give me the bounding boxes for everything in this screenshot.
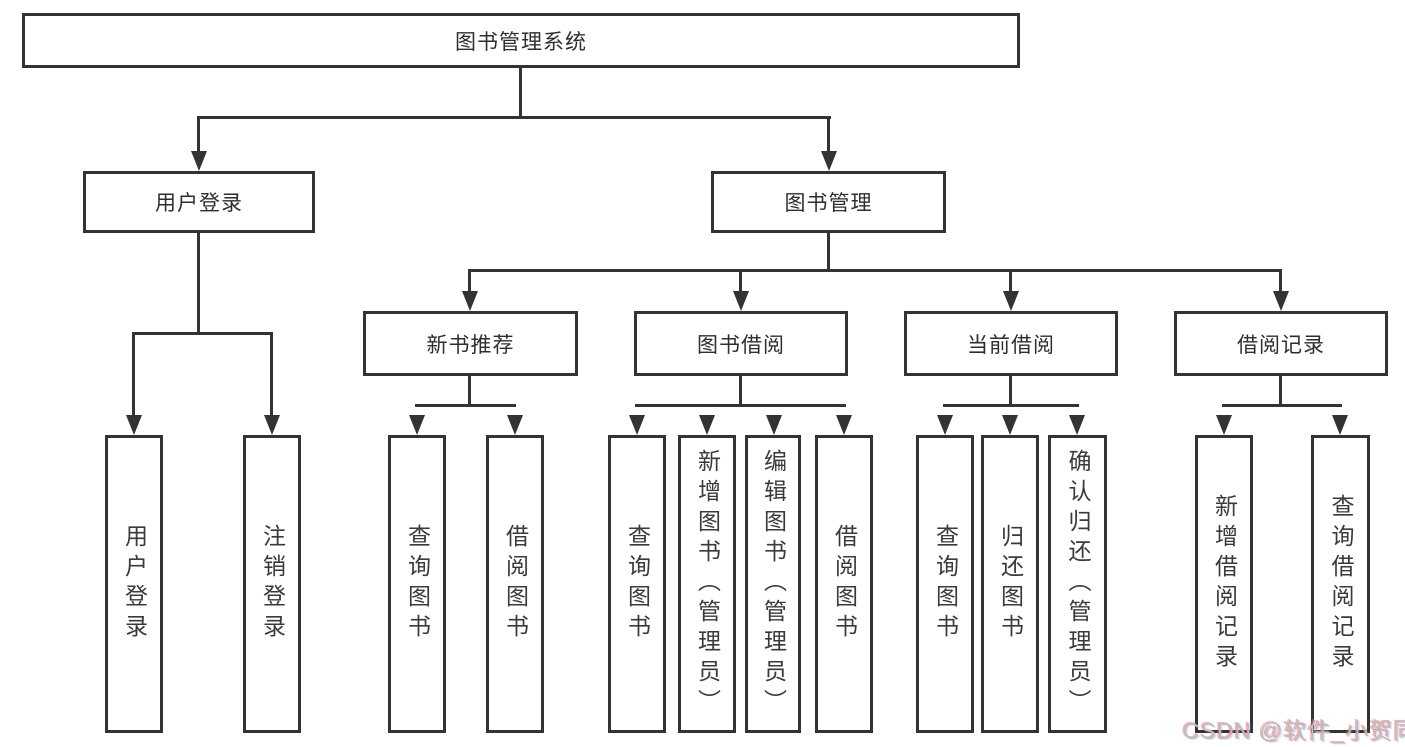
arrow-to-leaf-user-login bbox=[126, 415, 142, 435]
arrow-to-current-borrow bbox=[1003, 291, 1019, 311]
leaf-return-books-label: 归还图书 bbox=[997, 524, 1024, 644]
connector-newbook-bar bbox=[415, 404, 516, 407]
leaf-borrow-books-a: 借阅图书 bbox=[486, 435, 544, 733]
connector-bookmgmt-drop-3 bbox=[1009, 271, 1012, 295]
connector-root-drop-left bbox=[197, 118, 200, 156]
connector-bookmgmt-drop-4 bbox=[1279, 271, 1282, 295]
node-borrow-records-label: 借阅记录 bbox=[1237, 333, 1325, 357]
arrow-to-leaf-query-record bbox=[1332, 415, 1348, 435]
arrow-to-book-management bbox=[821, 151, 837, 171]
arrow-to-leaf-logout bbox=[264, 415, 280, 435]
connector-borrow-bar bbox=[635, 404, 846, 407]
node-borrow-records: 借阅记录 bbox=[1174, 311, 1388, 376]
leaf-query-books-a: 查询图书 bbox=[388, 435, 446, 733]
arrow-to-leaf-confirm-return bbox=[1069, 415, 1085, 435]
leaf-query-books-c: 查询图书 bbox=[916, 435, 974, 733]
leaf-query-borrow-record: 查询借阅记录 bbox=[1311, 435, 1370, 733]
arrow-to-leaf-return-books bbox=[1002, 415, 1018, 435]
csdn-watermark: CSDN @软件_小贺同学 bbox=[1183, 718, 1405, 744]
leaf-borrow-books-a-label: 借阅图书 bbox=[502, 524, 529, 644]
node-current-borrow-label: 当前借阅 bbox=[967, 333, 1055, 357]
leaf-logout: 注销登录 bbox=[243, 435, 301, 733]
connector-bookmgmt-stem bbox=[827, 233, 830, 272]
connector-newbook-stem bbox=[468, 376, 471, 407]
leaf-query-borrow-record-label: 查询借阅记录 bbox=[1328, 494, 1354, 674]
node-user-login: 用户登录 bbox=[83, 171, 315, 233]
connector-userlogin-drop-2 bbox=[270, 334, 273, 419]
connector-borrow-stem bbox=[739, 376, 742, 407]
connector-records-bar bbox=[1222, 404, 1342, 407]
connector-current-stem bbox=[1009, 376, 1012, 407]
connector-bookmgmt-bar bbox=[468, 269, 1282, 272]
arrow-to-leaf-add-books bbox=[699, 415, 715, 435]
connector-userlogin-stem bbox=[197, 233, 200, 335]
node-root-label: 图书管理系统 bbox=[455, 30, 587, 54]
node-user-login-label: 用户登录 bbox=[155, 192, 243, 215]
arrow-to-leaf-borrow-books-a bbox=[507, 415, 523, 435]
leaf-borrow-books-b-label: 借阅图书 bbox=[831, 524, 858, 644]
node-book-borrow-label: 图书借阅 bbox=[697, 333, 785, 357]
leaf-query-books-a-label: 查询图书 bbox=[404, 524, 431, 644]
connector-userlogin-drop-1 bbox=[132, 334, 135, 419]
leaf-add-borrow-record-label: 新增借阅记录 bbox=[1211, 494, 1238, 674]
connector-root-drop-right bbox=[827, 118, 830, 156]
connector-root-stem bbox=[519, 68, 522, 119]
arrow-to-user-login bbox=[191, 151, 207, 171]
arrow-to-leaf-query-books-c bbox=[937, 415, 953, 435]
leaf-edit-books: 编辑图书（管理员） bbox=[745, 435, 801, 733]
leaf-return-books: 归还图书 bbox=[981, 435, 1039, 733]
connector-bookmgmt-drop-1 bbox=[468, 271, 471, 295]
leaf-confirm-return: 确认归还（管理员） bbox=[1048, 435, 1107, 733]
arrow-to-book-borrow bbox=[733, 291, 749, 311]
node-new-book-recommend-label: 新书推荐 bbox=[426, 333, 515, 357]
arrow-to-leaf-borrow-books-b bbox=[836, 415, 852, 435]
arrow-to-leaf-query-books-b bbox=[629, 415, 645, 435]
leaf-add-books-label: 新增图书（管理员） bbox=[694, 449, 721, 719]
leaf-user-login: 用户登录 bbox=[105, 435, 163, 733]
connector-current-bar bbox=[943, 404, 1079, 407]
leaf-query-books-c-label: 查询图书 bbox=[932, 524, 959, 644]
leaf-confirm-return-label: 确认归还（管理员） bbox=[1065, 449, 1091, 719]
leaf-query-books-b: 查询图书 bbox=[608, 435, 666, 733]
arrow-to-borrow-records bbox=[1273, 291, 1289, 311]
arrow-to-leaf-edit-books bbox=[766, 415, 782, 435]
arrow-to-leaf-query-books-a bbox=[409, 415, 425, 435]
node-book-management-label: 图书管理 bbox=[784, 192, 873, 215]
node-root: 图书管理系统 bbox=[22, 13, 1020, 68]
leaf-user-login-label: 用户登录 bbox=[121, 524, 148, 644]
node-current-borrow: 当前借阅 bbox=[904, 311, 1118, 376]
arrow-to-new-book-recommend bbox=[462, 291, 478, 311]
leaf-edit-books-label: 编辑图书（管理员） bbox=[760, 449, 787, 719]
leaf-add-borrow-record: 新增借阅记录 bbox=[1195, 435, 1253, 733]
leaf-query-books-b-label: 查询图书 bbox=[624, 524, 651, 644]
connector-bookmgmt-drop-2 bbox=[739, 271, 742, 295]
node-new-book-recommend: 新书推荐 bbox=[363, 311, 578, 376]
connector-userlogin-bar bbox=[132, 332, 273, 335]
node-book-borrow: 图书借阅 bbox=[634, 311, 848, 376]
leaf-logout-label: 注销登录 bbox=[259, 524, 286, 644]
connector-records-stem bbox=[1279, 376, 1282, 407]
node-book-management: 图书管理 bbox=[711, 171, 946, 233]
connector-root-bar bbox=[197, 116, 831, 119]
leaf-borrow-books-b: 借阅图书 bbox=[815, 435, 873, 733]
arrow-to-leaf-add-record bbox=[1216, 415, 1232, 435]
leaf-add-books: 新增图书（管理员） bbox=[678, 435, 736, 733]
